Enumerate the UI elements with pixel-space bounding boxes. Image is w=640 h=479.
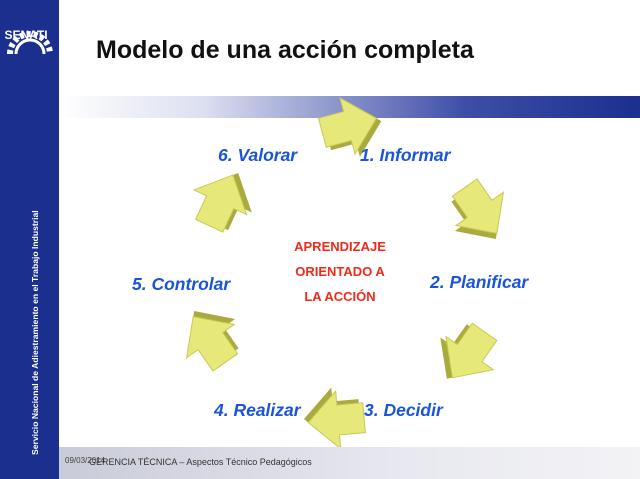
step-informar: 1. Informar [360,145,451,165]
step-realizar: 4. Realizar [214,400,301,420]
step-controlar: 5. Controlar [132,274,231,294]
arrow-4 [300,384,368,453]
gear-icon [7,31,53,55]
arrow-6 [182,158,265,241]
step-valorar: 6. Valorar [218,145,298,165]
sidebar: SENATI Servicio Nacional de Adiestramien… [0,0,59,479]
arrow-5 [166,293,253,380]
center-line-3: LA ACCIÓN [304,289,376,304]
page-title: Modelo de una acción completa [96,36,474,64]
center-label: APRENDIZAJE ORIENTADO A LA ACCIÓN [270,234,410,309]
footer-date: 09/03/2014 [65,456,106,465]
arrow-3 [422,312,509,399]
step-decidir: 3. Decidir [364,400,443,420]
center-line-1: APRENDIZAJE [294,239,386,254]
step-planificar: 2. Planificar [430,272,529,292]
arrow-2 [437,170,524,257]
footer-bar [59,447,640,479]
center-line-2: ORIENTADO A [295,264,385,279]
footer-text: GERENCIA TÉCNICA – Aspectos Técnico Peda… [89,457,312,467]
logo-text: SENATI [4,28,48,42]
